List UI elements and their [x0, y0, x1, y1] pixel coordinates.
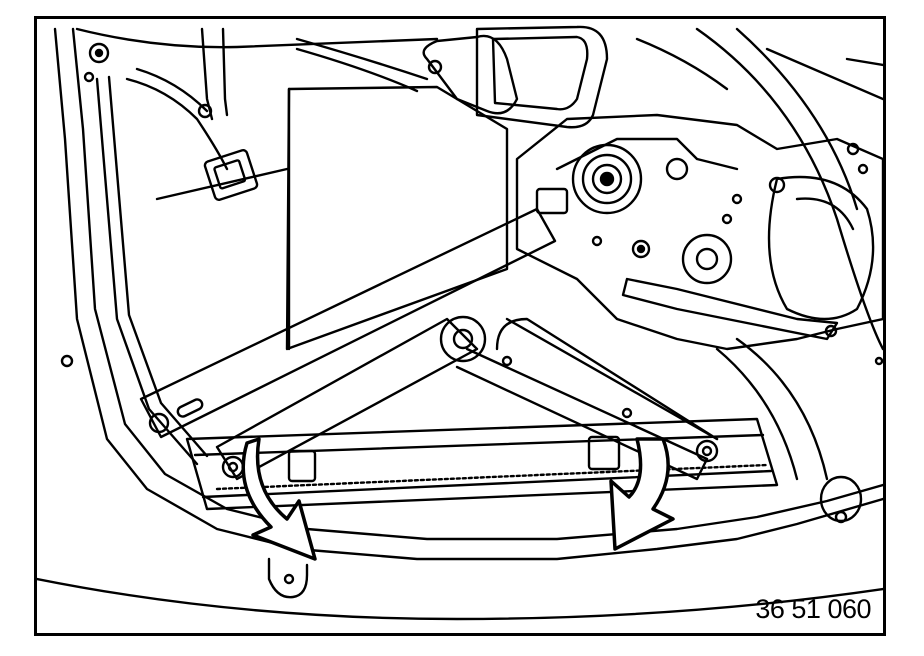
wiring-harness	[125, 27, 429, 201]
figure-reference-number: 36 51 060	[755, 594, 871, 624]
motor-assembly	[515, 113, 883, 351]
lifting-rail	[185, 337, 829, 511]
release-clip-right	[587, 435, 621, 471]
right-release-arrow	[609, 437, 675, 551]
release-clip-left	[287, 449, 317, 483]
left-release-arrow	[241, 437, 317, 561]
door-panel-outline	[37, 27, 883, 621]
diagram-frame: 36 51 060	[34, 16, 886, 636]
door-handle	[422, 25, 609, 129]
regulator-arms	[139, 207, 719, 481]
mounting-tab	[267, 557, 309, 599]
window-regulator-illustration	[37, 25, 883, 621]
window-glass	[155, 85, 509, 351]
